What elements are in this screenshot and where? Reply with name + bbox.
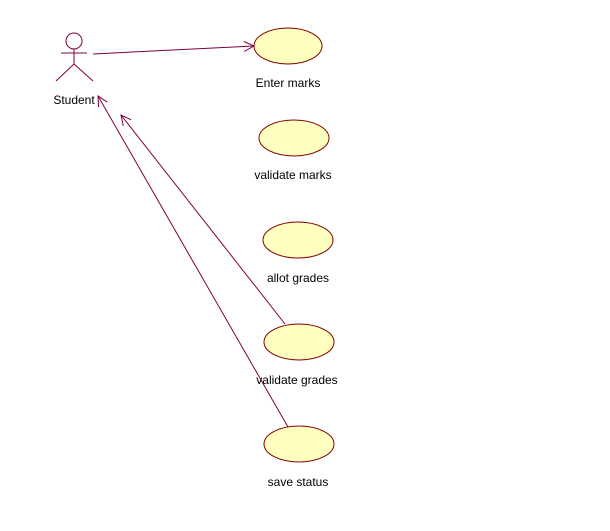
association-student-enter-marks[interactable] [92, 46, 254, 55]
use-case-label: validate marks [254, 168, 331, 182]
association-validate-grades-student[interactable] [121, 115, 286, 325]
use-case-ellipse [253, 27, 323, 65]
use-case-validate-marks[interactable]: validate marks [254, 119, 332, 182]
actor-leg-left [55, 63, 75, 82]
actor-leg-right [73, 63, 94, 82]
use-case-enter-marks[interactable]: Enter marks [253, 27, 323, 90]
actor-label: Student [53, 93, 95, 107]
use-case-ellipse [263, 425, 335, 463]
use-case-label: validate grades [256, 373, 337, 387]
association-save-status-student[interactable] [98, 96, 289, 428]
use-case-save-status[interactable]: save status [263, 425, 335, 489]
use-case-allot-grades[interactable]: allot grades [262, 221, 334, 285]
use-case-ellipse [263, 323, 335, 361]
use-case-label: Enter marks [256, 76, 321, 90]
actor-head-icon [65, 32, 83, 50]
use-case-label: save status [268, 475, 329, 489]
use-case-validate-grades[interactable]: validate grades [256, 323, 338, 387]
actor-student[interactable]: Student [53, 32, 95, 107]
use-case-ellipse [258, 119, 330, 157]
use-case-label: allot grades [267, 271, 329, 285]
use-case-ellipse [262, 221, 334, 259]
